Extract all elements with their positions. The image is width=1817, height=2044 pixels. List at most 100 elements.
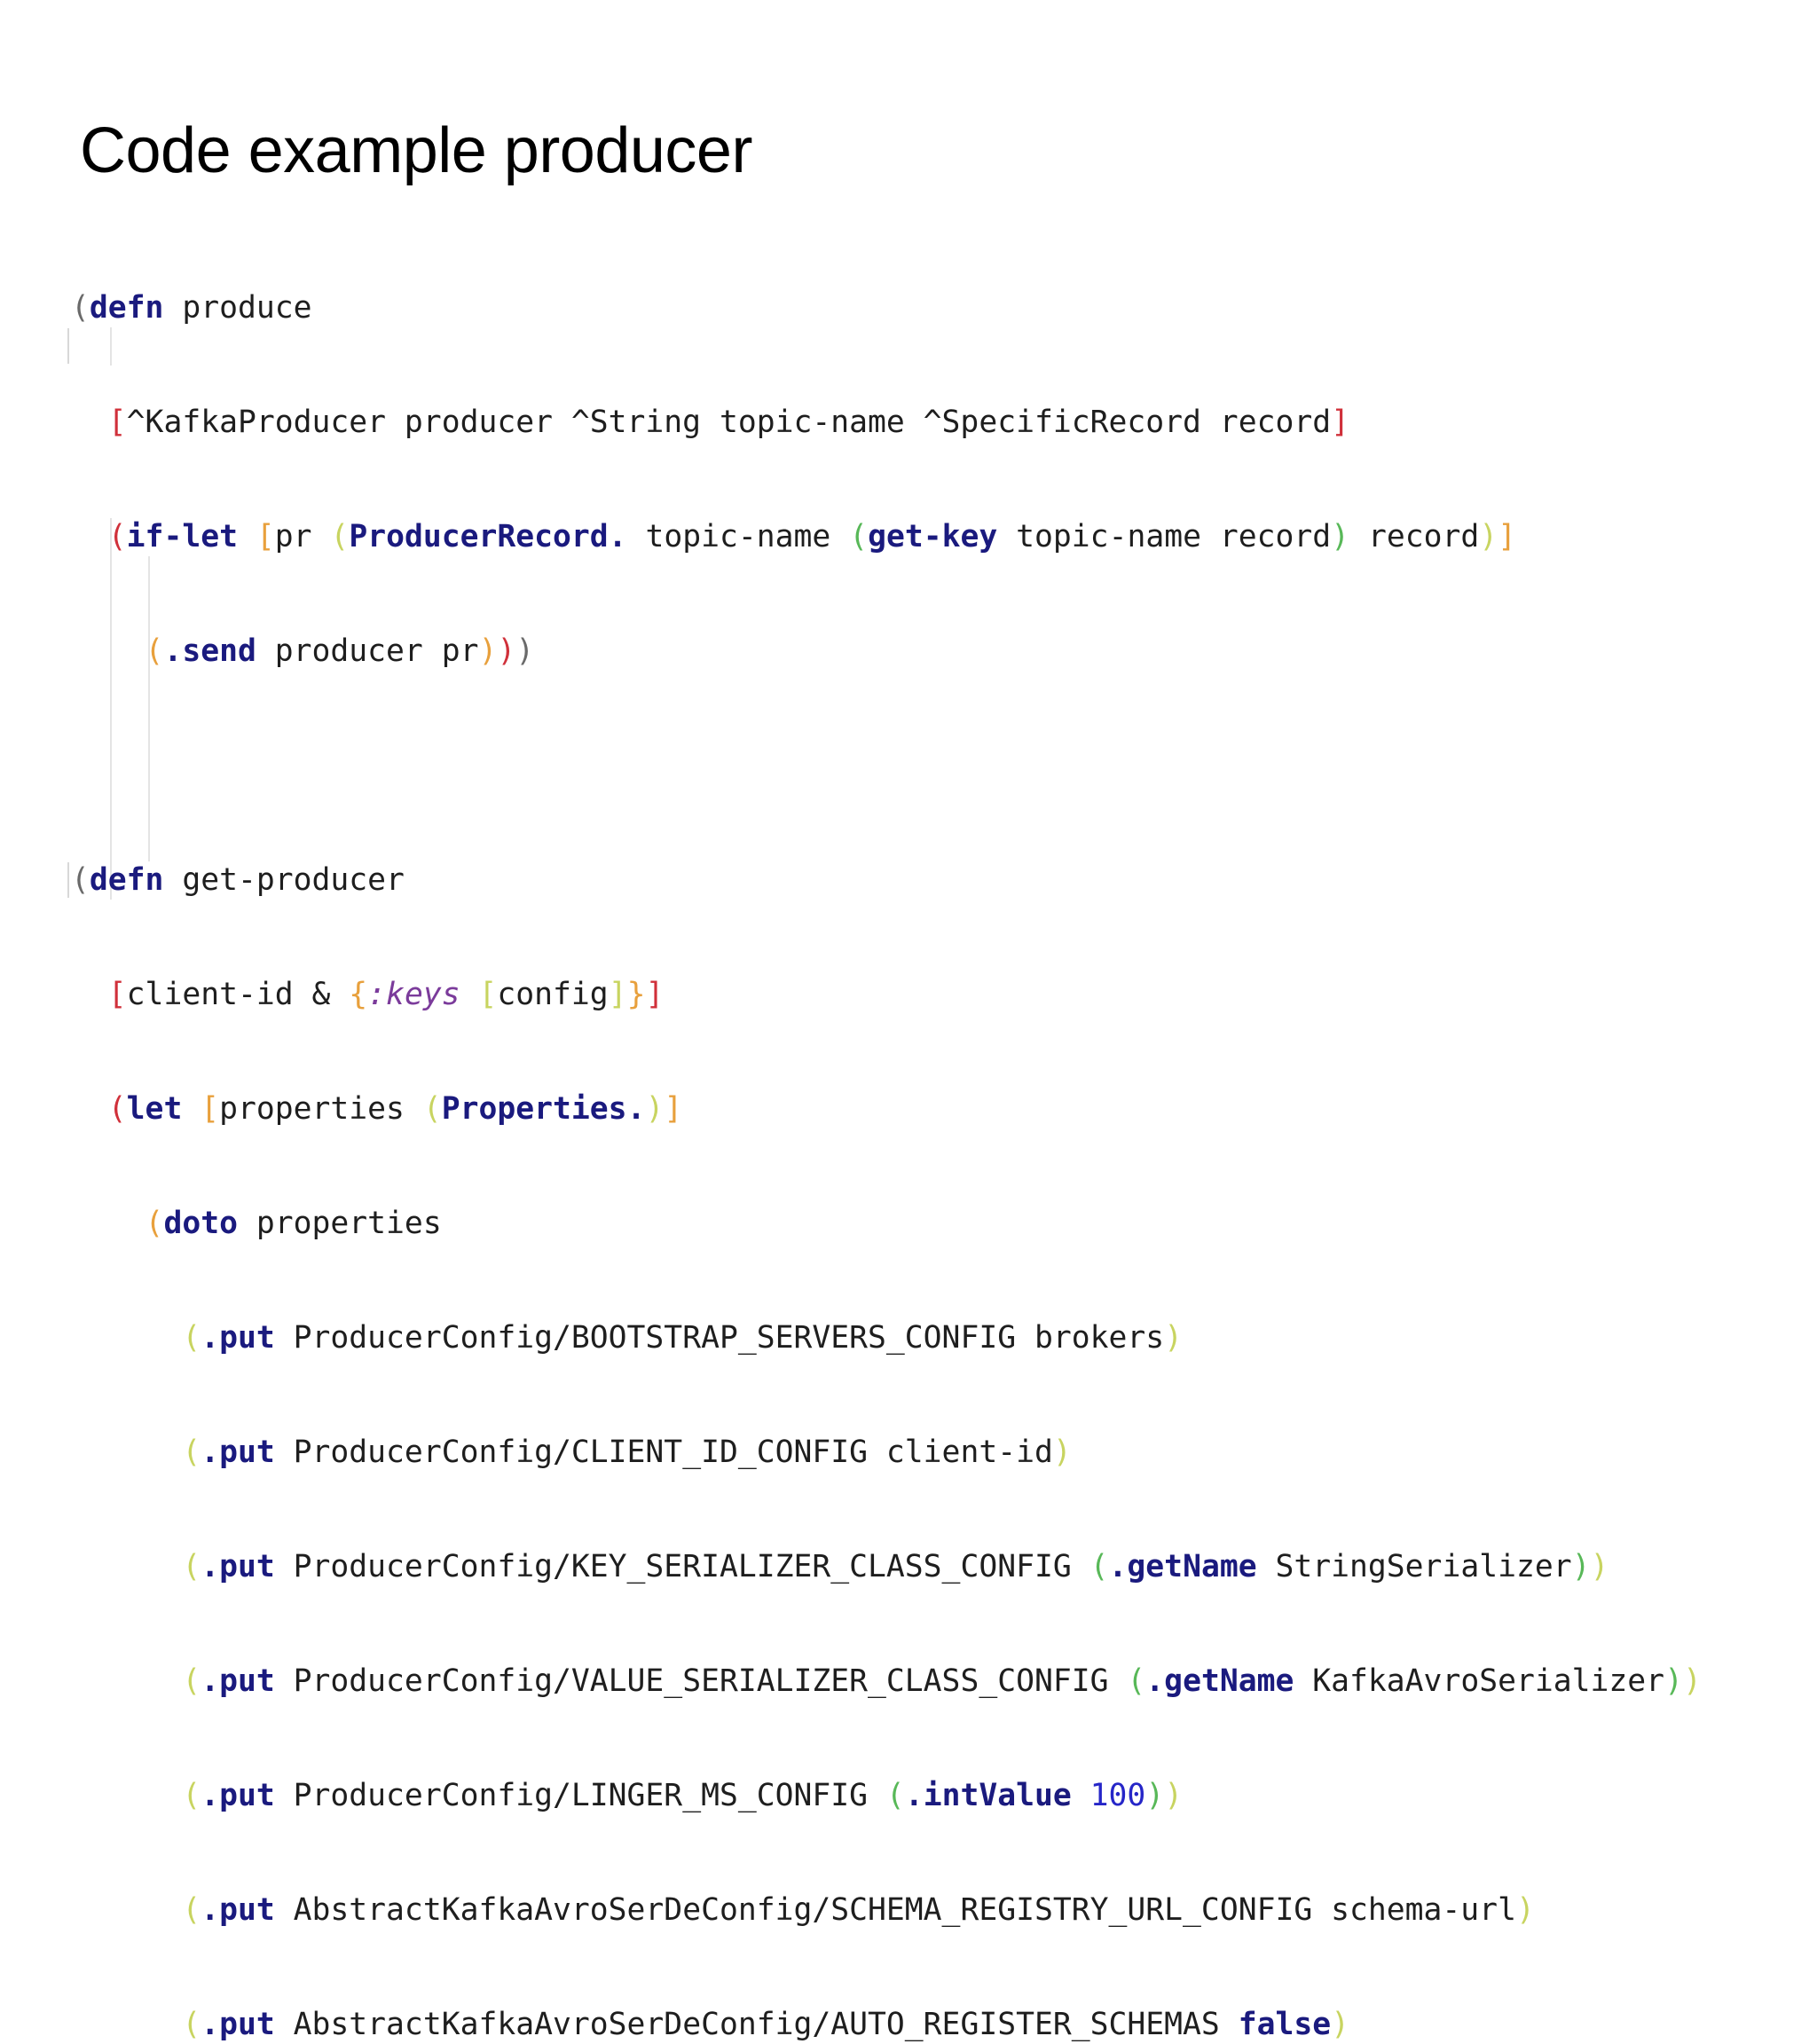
code-keyword: doto: [163, 1206, 238, 1241]
code-number: 100: [1089, 1778, 1146, 1813]
code-keyword: .put: [201, 1778, 275, 1813]
bracket: [: [478, 977, 498, 1012]
code-text: [182, 1091, 201, 1127]
code-text: ProducerConfig/CLIENT_ID_CONFIG client-i…: [274, 1435, 1053, 1470]
code-line: (.put ProducerConfig/BOOTSTRAP_SERVERS_C…: [71, 1319, 1702, 1357]
bracket: [: [107, 977, 127, 1012]
code-text: AbstractKafkaAvroSerDeConfig/AUTO_REGIST…: [274, 2007, 1239, 2042]
code-text: AbstractKafkaAvroSerDeConfig/SCHEMA_REGI…: [274, 1892, 1516, 1928]
bracket: (: [330, 519, 350, 554]
bracket: (: [885, 1778, 905, 1813]
bracket: ]: [608, 977, 627, 1012]
code-text: [71, 405, 108, 440]
code-line: [^KafkaProducer producer ^String topic-n…: [71, 404, 1702, 442]
code-text: produce: [163, 290, 312, 326]
bracket: (: [1127, 1663, 1146, 1699]
code-text: [71, 748, 90, 783]
code-text: ProducerConfig/LINGER_MS_CONFIG: [274, 1778, 886, 1813]
code-text: get-producer: [163, 862, 405, 898]
indent-guide-gutter-2: [67, 862, 69, 898]
bracket: (: [1089, 1549, 1109, 1584]
code-text: config: [497, 977, 609, 1012]
code-text: [460, 977, 479, 1012]
slide: Code example producer (defn produce [^Ka…: [67, 115, 1702, 2042]
indent-guide-gutter-1: [67, 328, 69, 364]
code-keyword: get-key: [868, 519, 998, 554]
code-text: [71, 1091, 108, 1127]
bracket: ): [1052, 1435, 1072, 1470]
code-keyword: ProducerRecord.: [349, 519, 627, 554]
bracket: }: [626, 977, 646, 1012]
code-text: [71, 1435, 182, 1470]
code-keyword: .getName: [1108, 1549, 1257, 1584]
bracket: [: [107, 405, 127, 440]
code-keyword: if-let: [126, 519, 238, 554]
bracket: [: [201, 1091, 220, 1127]
code-keyword: .put: [201, 1435, 275, 1470]
code-line: (.put AbstractKafkaAvroSerDeConfig/AUTO_…: [71, 2006, 1702, 2044]
code-keyword: false: [1238, 2007, 1332, 2042]
bracket: (: [107, 519, 127, 554]
code-text: [71, 977, 108, 1012]
indent-guide-doto: [148, 556, 150, 861]
bracket: (: [71, 862, 90, 898]
indent-guide-if-let: [110, 327, 112, 366]
bracket: ): [1331, 519, 1350, 554]
bracket: (: [182, 1778, 201, 1813]
code-keyword: .send: [163, 633, 256, 669]
code-line: (if-let [pr (ProducerRecord. topic-name …: [71, 518, 1702, 556]
code-line: (.put AbstractKafkaAvroSerDeConfig/SCHEM…: [71, 1891, 1702, 1930]
bracket: (: [422, 1091, 442, 1127]
bracket: ): [1331, 2007, 1350, 2042]
bracket: ]: [645, 977, 665, 1012]
bracket: (: [145, 1206, 164, 1241]
bracket: ): [1682, 1663, 1702, 1699]
code-keyword: .put: [201, 1320, 275, 1356]
code-text: [238, 519, 256, 554]
bracket: ): [1590, 1549, 1609, 1584]
code-text: topic-name: [626, 519, 850, 554]
code-text: [71, 1206, 146, 1241]
code-text: [71, 1892, 182, 1928]
bracket: ): [497, 633, 516, 669]
code-line: (.put ProducerConfig/KEY_SERIALIZER_CLAS…: [71, 1548, 1702, 1586]
bracket: (: [182, 1663, 201, 1699]
code-line: (let [properties (Properties.)]: [71, 1090, 1702, 1128]
code-text: [71, 1663, 182, 1699]
code-text: pr: [274, 519, 331, 554]
code-text: [71, 519, 108, 554]
code-text: [71, 633, 146, 669]
bracket: ]: [1331, 405, 1349, 440]
code-keyword: defn: [89, 290, 164, 326]
code-line-blank: [71, 747, 1702, 785]
code-text: [71, 1778, 182, 1813]
code-text: StringSerializer: [1256, 1549, 1572, 1584]
code-line: (defn produce: [71, 289, 1702, 327]
bracket: (: [145, 633, 164, 669]
bracket: (: [71, 290, 90, 326]
bracket: (: [182, 1892, 201, 1928]
code-text: producer pr: [256, 633, 479, 669]
code-text: topic-name record: [997, 519, 1332, 554]
code-text: [71, 1549, 182, 1584]
code-keyword: .put: [201, 2007, 275, 2042]
code-line: (.put ProducerConfig/VALUE_SERIALIZER_CL…: [71, 1663, 1702, 1701]
bracket: (: [107, 1091, 127, 1127]
code-text: ^KafkaProducer producer ^String topic-na…: [126, 405, 1332, 440]
code-line: [client-id & {:keys [config]}]: [71, 976, 1702, 1014]
bracket: (: [182, 1549, 201, 1584]
code-keyword: .put: [201, 1663, 275, 1699]
code-line: (defn get-producer: [71, 861, 1702, 900]
bracket: ): [478, 633, 498, 669]
bracket: ): [645, 1091, 665, 1127]
code-text: ProducerConfig/BOOTSTRAP_SERVERS_CONFIG …: [274, 1320, 1165, 1356]
code-text: ProducerConfig/VALUE_SERIALIZER_CLASS_CO…: [274, 1663, 1128, 1699]
code-text: record: [1349, 519, 1480, 554]
code-text: [71, 1320, 182, 1356]
bracket: [: [256, 519, 275, 554]
slide-title: Code example producer: [80, 115, 752, 186]
bracket: ]: [1498, 519, 1517, 554]
bracket: (: [849, 519, 869, 554]
code-text: [71, 2007, 182, 2042]
code-text: properties: [237, 1206, 442, 1241]
